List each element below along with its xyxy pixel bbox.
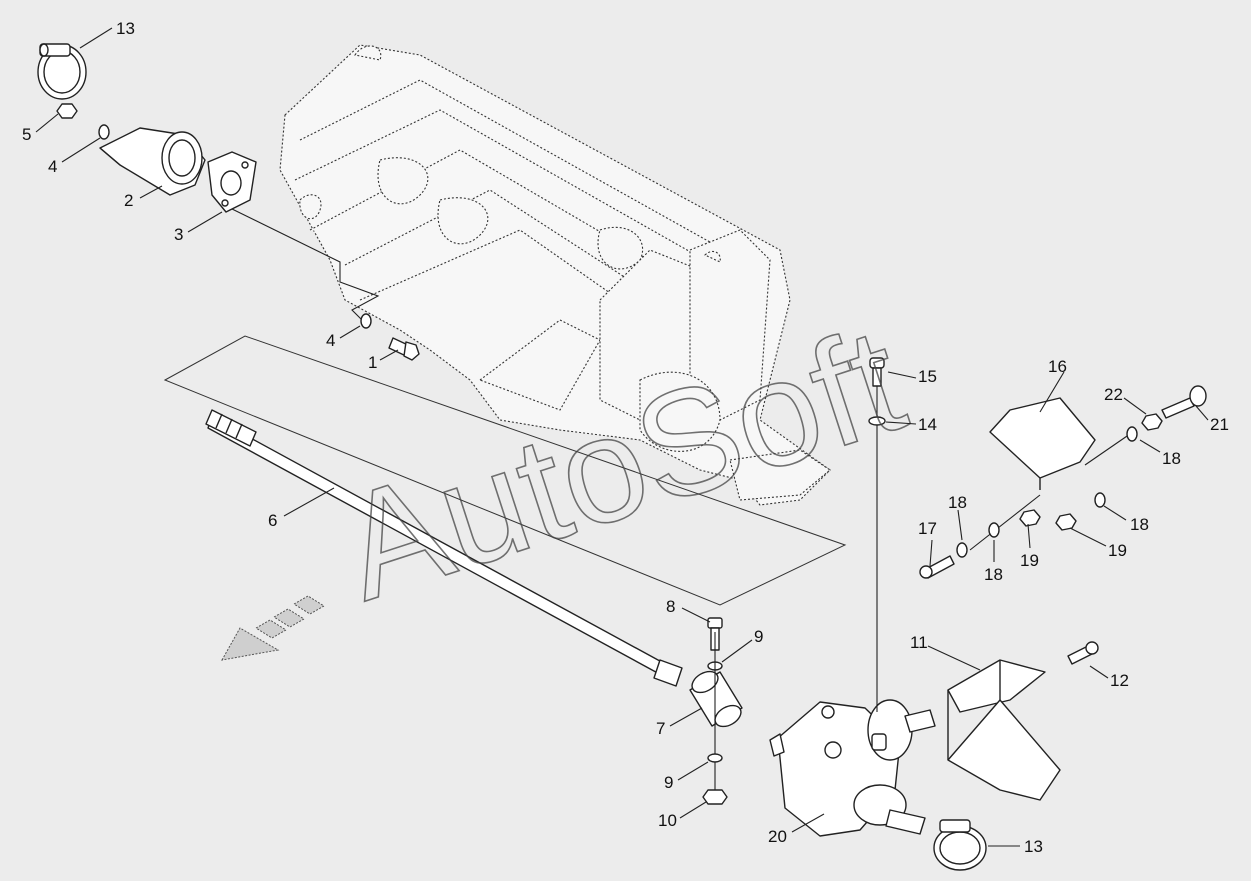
- nut-22: [1141, 413, 1163, 431]
- washer-9-bottom: [707, 753, 723, 763]
- callout-13-bottom: 13: [1024, 837, 1043, 856]
- callout-6: 6: [268, 511, 277, 530]
- hose-clamp-bottom: [933, 819, 987, 871]
- callout-19-a: 19: [1020, 551, 1039, 570]
- washer-4-top: [98, 124, 110, 140]
- callout-4-mid: 4: [326, 331, 335, 350]
- callout-14: 14: [918, 415, 937, 434]
- callout-8: 8: [666, 597, 675, 616]
- direction-arrow-icon: [221, 595, 325, 661]
- bracket-16: [989, 397, 1096, 490]
- leader-lines: [35, 27, 1209, 847]
- callout-1: 1: [368, 353, 377, 372]
- washer-4-mid: [360, 313, 372, 329]
- callout-9-top: 9: [754, 627, 763, 646]
- washer-18-c: [956, 542, 968, 558]
- callout-13-top: 13: [116, 19, 135, 38]
- callout-11: 11: [910, 633, 928, 652]
- bracket-line-upper: [1084, 433, 1131, 466]
- callout-17: 17: [918, 519, 937, 538]
- callout-18-a: 18: [1162, 449, 1181, 468]
- hose-clamp-top: [37, 43, 87, 100]
- callout-20: 20: [768, 827, 787, 846]
- callout-19-b: 19: [1108, 541, 1127, 560]
- bearing-housing-2: [99, 127, 206, 196]
- shield-11: [947, 659, 1061, 801]
- bracket-line-lower: [969, 494, 1041, 551]
- mount-line: [229, 207, 380, 323]
- callout-3: 3: [174, 225, 183, 244]
- nut-10: [702, 789, 728, 805]
- washer-18-a: [1126, 426, 1138, 442]
- callout-7: 7: [656, 719, 665, 738]
- assembly-plane-outline: [163, 335, 847, 606]
- callout-9-bottom: 9: [664, 773, 673, 792]
- callout-2: 2: [124, 191, 133, 210]
- callout-5: 5: [22, 125, 31, 144]
- flange-3: [207, 151, 257, 213]
- drive-shaft-6: [205, 409, 683, 687]
- washer-14: [868, 416, 886, 426]
- callout-18-b: 18: [1130, 515, 1149, 534]
- nut-19-b: [1055, 513, 1077, 531]
- callout-12: 12: [1110, 671, 1129, 690]
- coupling-7: [689, 670, 743, 728]
- bolt-12: [1067, 641, 1099, 665]
- washer-18-b: [1094, 492, 1106, 508]
- callout-22: 22: [1104, 385, 1123, 404]
- callout-10: 10: [658, 811, 677, 830]
- bolt-17: [919, 555, 955, 579]
- nut-5: [56, 103, 78, 119]
- callout-labels: 13 5 4 2 3 4 1 6 8 9 7 9 10 20 13 11 12 …: [22, 19, 1229, 856]
- callout-16: 16: [1048, 357, 1067, 376]
- eye-bolt-21: [1161, 385, 1207, 419]
- callout-4-top: 4: [48, 157, 57, 176]
- washer-18-d: [988, 522, 1000, 538]
- callout-15: 15: [918, 367, 937, 386]
- bolt-1: [388, 337, 420, 361]
- bolt-15: [869, 357, 885, 387]
- callout-18-c: 18: [948, 493, 967, 512]
- chassis-frame: [279, 44, 831, 506]
- callout-18-d: 18: [984, 565, 1003, 584]
- gearbox-20: [769, 699, 936, 837]
- nut-19-a: [1019, 509, 1041, 527]
- callout-21: 21: [1210, 415, 1229, 434]
